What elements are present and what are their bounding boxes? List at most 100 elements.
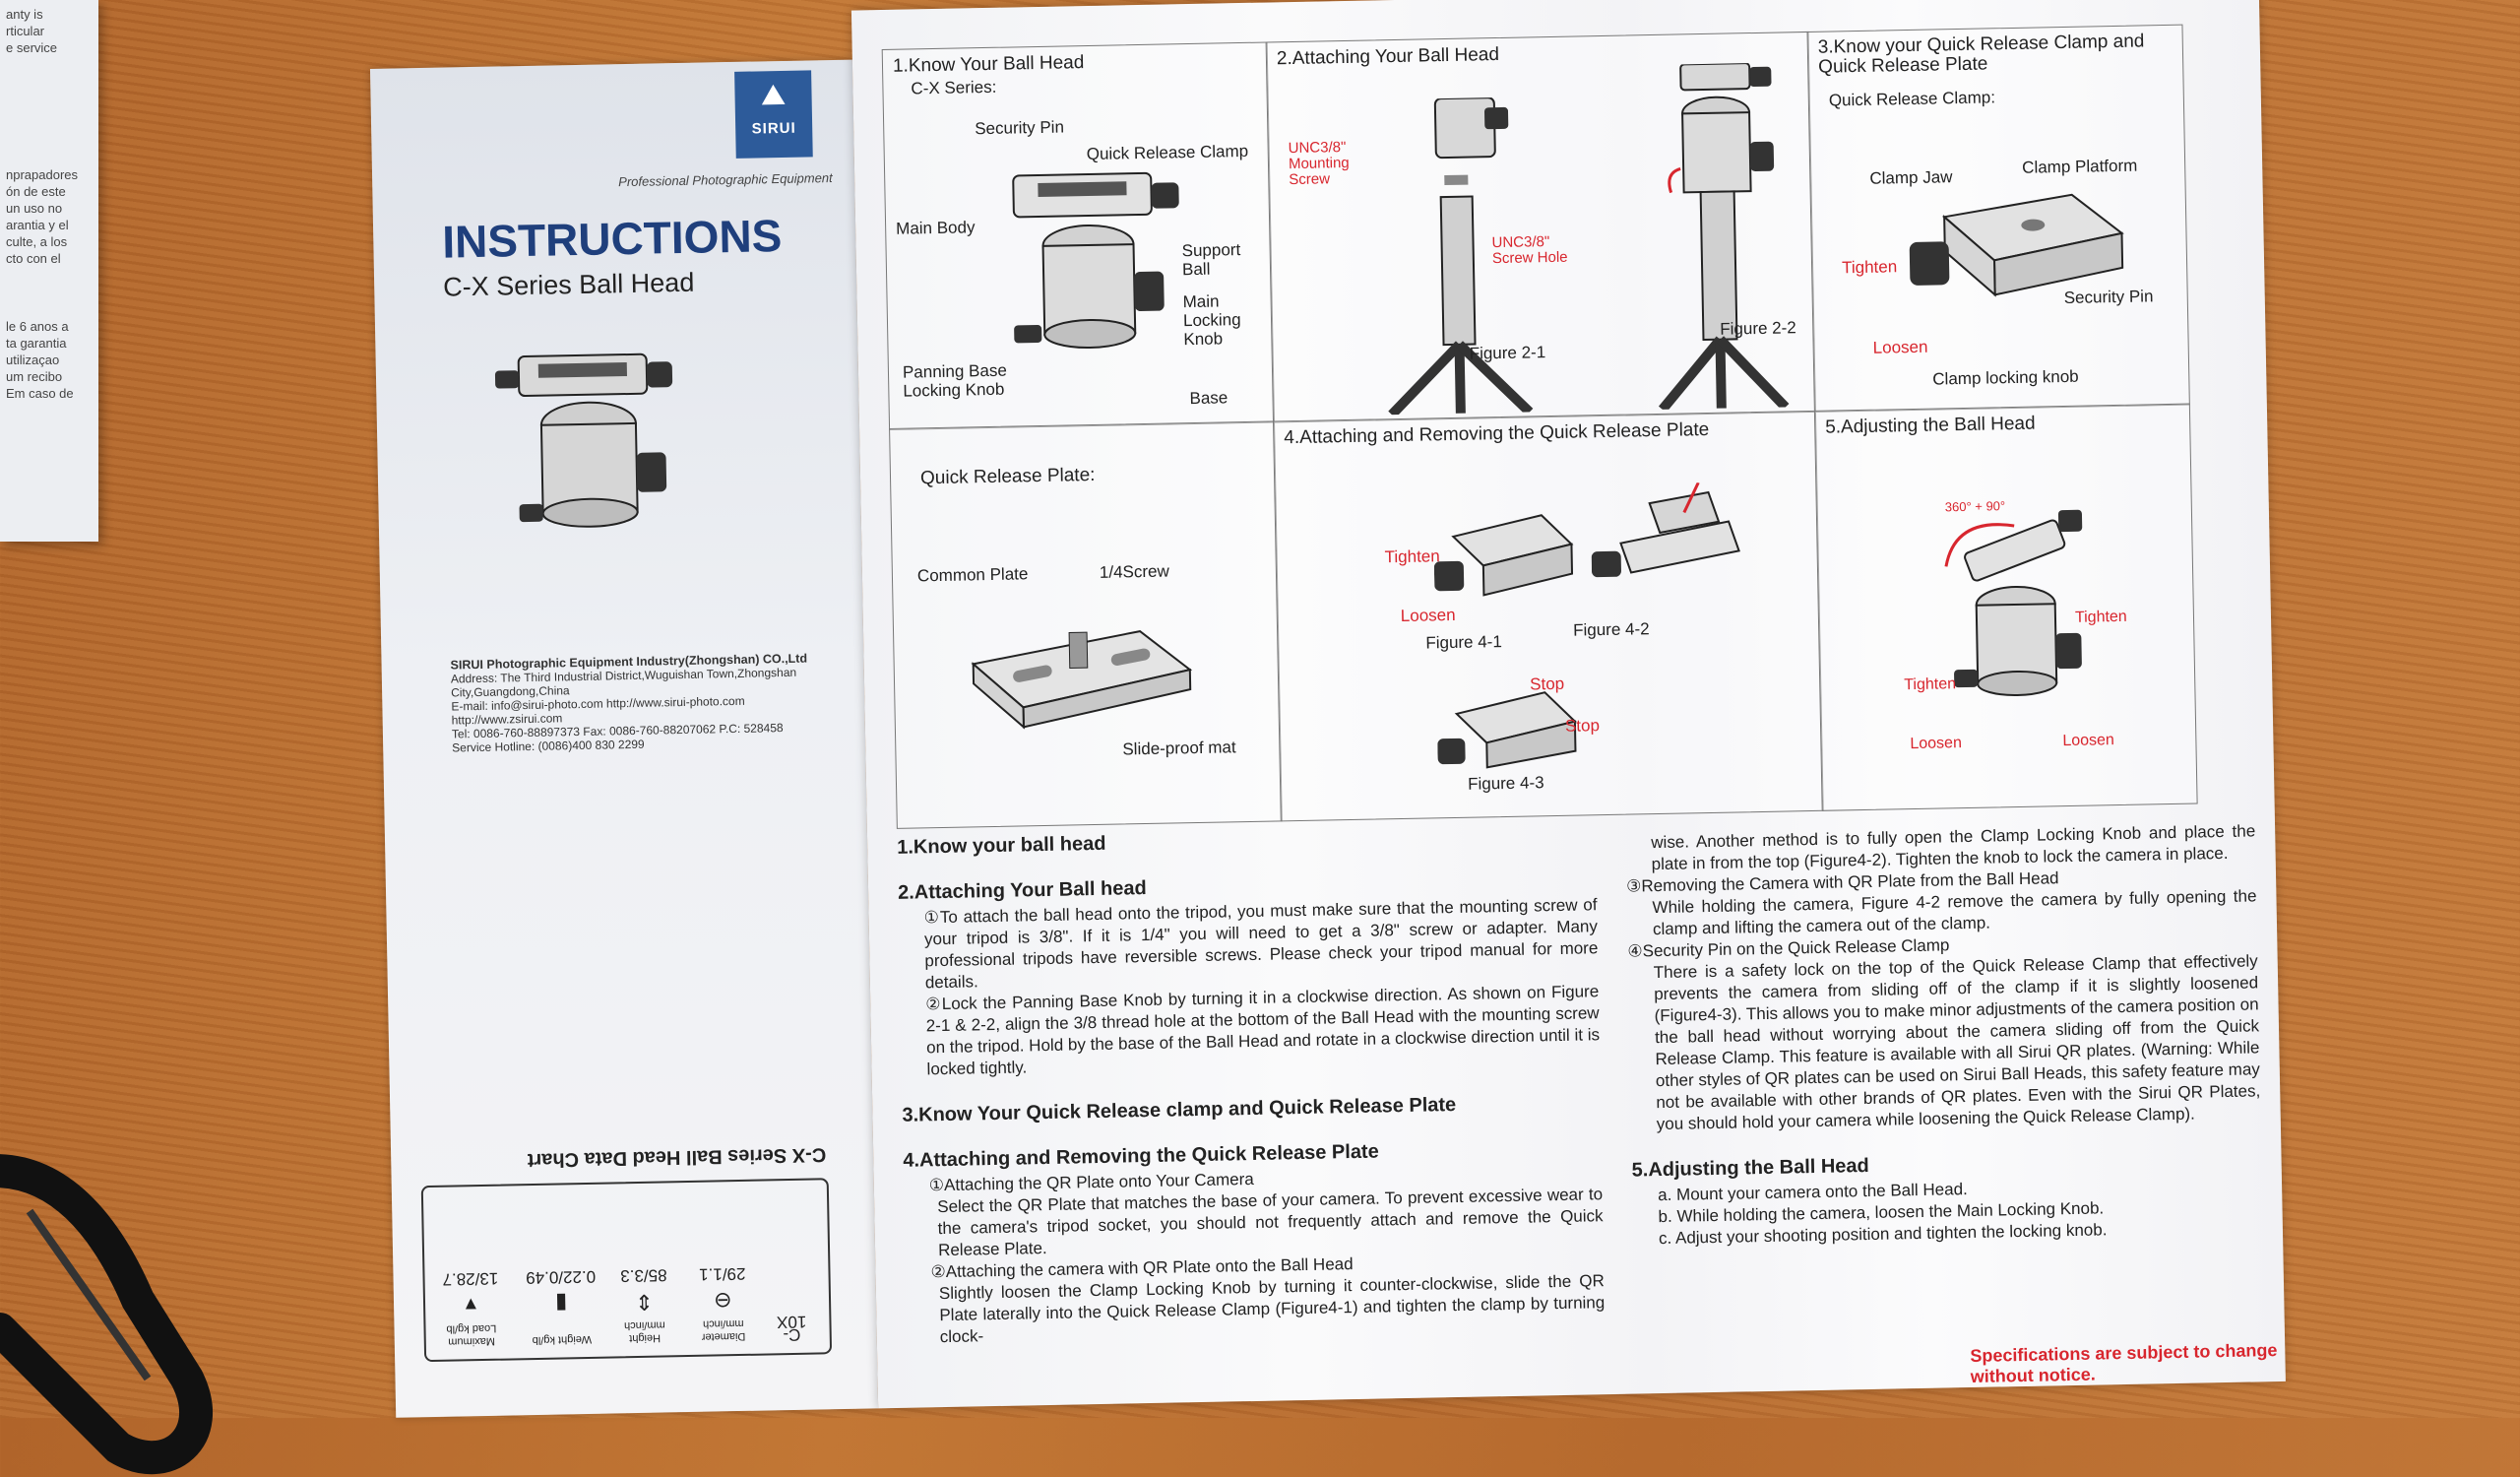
label-tighten: Tighten bbox=[2074, 608, 2127, 626]
label-loosen: Loosen bbox=[1910, 735, 1963, 753]
label-figure-4-1: Figure 4-1 bbox=[1425, 632, 1503, 653]
pamphlet-line: Em caso de bbox=[6, 386, 74, 401]
pamphlet-line: utilizaçao bbox=[6, 353, 60, 367]
panel-title: 5.Adjusting the Ball Head bbox=[1825, 413, 2036, 438]
label-main-locking-knob: Main Locking Knob bbox=[1182, 291, 1241, 350]
pamphlet-line: culte, a los bbox=[6, 234, 68, 249]
label-clamp-locking-knob: Clamp locking knob bbox=[1932, 366, 2079, 389]
figure-4-3-diagram bbox=[1437, 691, 1577, 769]
label-tighten: Tighten bbox=[1904, 675, 1957, 694]
ball-head-illustration bbox=[494, 353, 673, 528]
paragraph: Slightly loosen the Clamp Locking Knob b… bbox=[938, 1271, 1606, 1347]
label-main-body: Main Body bbox=[895, 218, 976, 238]
data-chart-title: C-X Series Ball Head Data Chart bbox=[527, 1143, 827, 1172]
ball-head-diagram bbox=[1012, 171, 1179, 350]
cover-subtitle: C-X Series Ball Head bbox=[442, 267, 695, 302]
label-loosen: Loosen bbox=[1400, 605, 1456, 625]
pamphlet-line: un uso no bbox=[6, 201, 63, 216]
paragraph: ①To attach the ball head onto the tripod… bbox=[923, 895, 1599, 993]
pamphlet-line: le 6 anos a bbox=[6, 319, 69, 334]
qr-plate-diagram bbox=[971, 630, 1193, 730]
load-value: 13/28.7 bbox=[442, 1268, 499, 1289]
side-pamphlet: anty is rticular e service nprapadores ó… bbox=[0, 0, 98, 542]
header-load: Maximum Load kg/lb bbox=[446, 1321, 497, 1348]
cover-panel: ⛰ SIRUI Professional Photographic Equipm… bbox=[369, 59, 879, 1418]
panel-title: 2.Attaching Your Ball Head bbox=[1276, 43, 1500, 70]
panel-subtitle: C-X Series: bbox=[911, 77, 997, 98]
load-icon: ▾ bbox=[465, 1293, 477, 1318]
label-loosen: Loosen bbox=[2062, 732, 2115, 750]
sirui-logo-mark-icon: ⛰ bbox=[760, 78, 787, 112]
label-slide-proof-mat: Slide-proof mat bbox=[1122, 738, 1236, 759]
weight-value: 0.22/0.49 bbox=[526, 1266, 597, 1288]
label-loosen: Loosen bbox=[1872, 337, 1928, 357]
tripod-diagram-2 bbox=[1658, 62, 1790, 411]
tripod-diagram-1 bbox=[1388, 96, 1534, 416]
panel-title: Quick Release Plate: bbox=[919, 464, 1096, 489]
panel-adjusting-ball-head: 5.Adjusting the Ball Head 360° + 90° Tig… bbox=[1813, 403, 2198, 811]
label-base: Base bbox=[1189, 388, 1228, 409]
label-mounting-screw: UNC3/8" Mounting Screw bbox=[1288, 138, 1350, 189]
pamphlet-text-mid: nprapadores ón de este un uso no arantia… bbox=[0, 161, 98, 273]
label-figure-2-2: Figure 2-2 bbox=[1720, 318, 1796, 339]
panel-title: 4.Attaching and Removing the Quick Relea… bbox=[1284, 418, 1710, 449]
label-clamp-platform: Clamp Platform bbox=[2022, 156, 2138, 177]
label-figure-4-3: Figure 4-3 bbox=[1467, 773, 1544, 794]
panel-title: 1.Know Your Ball Head bbox=[892, 52, 1085, 77]
cover-title: INSTRUCTIONS bbox=[441, 209, 783, 268]
panel-know-qr-clamp: 3.Know your Quick Release Clamp and Quic… bbox=[1806, 24, 2190, 413]
weight-icon: ▮ bbox=[554, 1291, 568, 1316]
label-support-ball: Support Ball bbox=[1181, 240, 1241, 280]
height-icon: ⇕ bbox=[634, 1289, 654, 1316]
model-cell: C-10X bbox=[776, 1312, 807, 1345]
pamphlet-line: cto con el bbox=[6, 251, 61, 266]
pamphlet-text-top: anty is rticular e service bbox=[0, 0, 98, 62]
header-height: Height mm/inch bbox=[624, 1318, 665, 1345]
tagline: Professional Photographic Equipment bbox=[618, 169, 833, 190]
pamphlet-line: e service bbox=[6, 40, 58, 55]
label-stop: Stop bbox=[1529, 674, 1565, 694]
pamphlet-line: ón de este bbox=[6, 184, 66, 199]
header-diameter: Diameter mm/inch bbox=[701, 1316, 746, 1343]
logo-text: SIRUI bbox=[751, 119, 796, 138]
figure-4-2-diagram bbox=[1591, 482, 1740, 578]
paragraph: There is a safety lock on the top of the… bbox=[1653, 951, 2261, 1134]
panel-attach-remove-plate: 4.Attaching and Removing the Quick Relea… bbox=[1272, 410, 1824, 822]
data-chart-table: C-10X Diameter mm/inch Height mm/inch We… bbox=[424, 1259, 820, 1350]
instruction-sheet: ⛰ SIRUI Professional Photographic Equipm… bbox=[369, 0, 2286, 1418]
instructions-text-left: 1.Know your ball head 2.Attaching Your B… bbox=[897, 823, 1606, 1349]
carabiner-icon bbox=[0, 1154, 214, 1475]
paragraph: ②Lock the Panning Base Knob by turning i… bbox=[925, 982, 1601, 1079]
sirui-logo: ⛰ SIRUI bbox=[734, 70, 813, 159]
instructions-text-right: wise. Another method is to fully open th… bbox=[1625, 820, 2263, 1250]
panel-subtitle: Quick Release Clamp: bbox=[1828, 88, 1996, 110]
label-security-pin: Security Pin bbox=[975, 117, 1065, 139]
heading-know-qr-clamp: 3.Know Your Quick Release clamp and Quic… bbox=[902, 1094, 1457, 1126]
pamphlet-text-bottom: le 6 anos a ta garantia utilizaçao um re… bbox=[0, 312, 98, 408]
pamphlet-line: rticular bbox=[6, 24, 45, 38]
label-quarter-screw: 1/4Screw bbox=[1099, 561, 1169, 582]
label-qr-clamp: Quick Release Clamp bbox=[1086, 141, 1249, 164]
label-tighten: Tighten bbox=[1841, 257, 1898, 278]
header-weight: Weight kg/lb bbox=[532, 1332, 593, 1347]
label-rotation-angle: 360° + 90° bbox=[1944, 498, 2006, 515]
label-figure-2-1: Figure 2-1 bbox=[1469, 343, 1546, 363]
label-security-pin: Security Pin bbox=[2063, 287, 2154, 307]
pamphlet-line: um recibo bbox=[6, 369, 63, 384]
label-tighten: Tighten bbox=[1384, 546, 1440, 567]
pamphlet-line: ta garantia bbox=[6, 336, 67, 351]
heading-know-ball-head: 1.Know your ball head bbox=[897, 832, 1106, 859]
qr-clamp-diagram bbox=[1909, 193, 2124, 297]
panel-attaching-ball-head: 2.Attaching Your Ball Head bbox=[1265, 31, 1816, 423]
height-value: 85/3.3 bbox=[620, 1265, 667, 1286]
pamphlet-line: anty is bbox=[6, 7, 43, 22]
diameter-icon: ⊖ bbox=[713, 1288, 732, 1314]
panel-title: 3.Know your Quick Release Clamp and Quic… bbox=[1817, 31, 2145, 78]
pamphlet-line: arantia y el bbox=[6, 218, 69, 232]
label-screw-hole: UNC3/8" Screw Hole bbox=[1491, 233, 1568, 268]
inside-spread: 1.Know Your Ball Head C-X Series: Securi… bbox=[850, 0, 2286, 1409]
pamphlet-line: nprapadores bbox=[6, 167, 78, 182]
label-panning-base: Panning Base Locking Knob bbox=[902, 360, 1008, 401]
label-clamp-jaw: Clamp Jaw bbox=[1869, 167, 1953, 188]
panel-qr-plate: Quick Release Plate: Common Plate 1/4Scr… bbox=[889, 420, 1283, 829]
